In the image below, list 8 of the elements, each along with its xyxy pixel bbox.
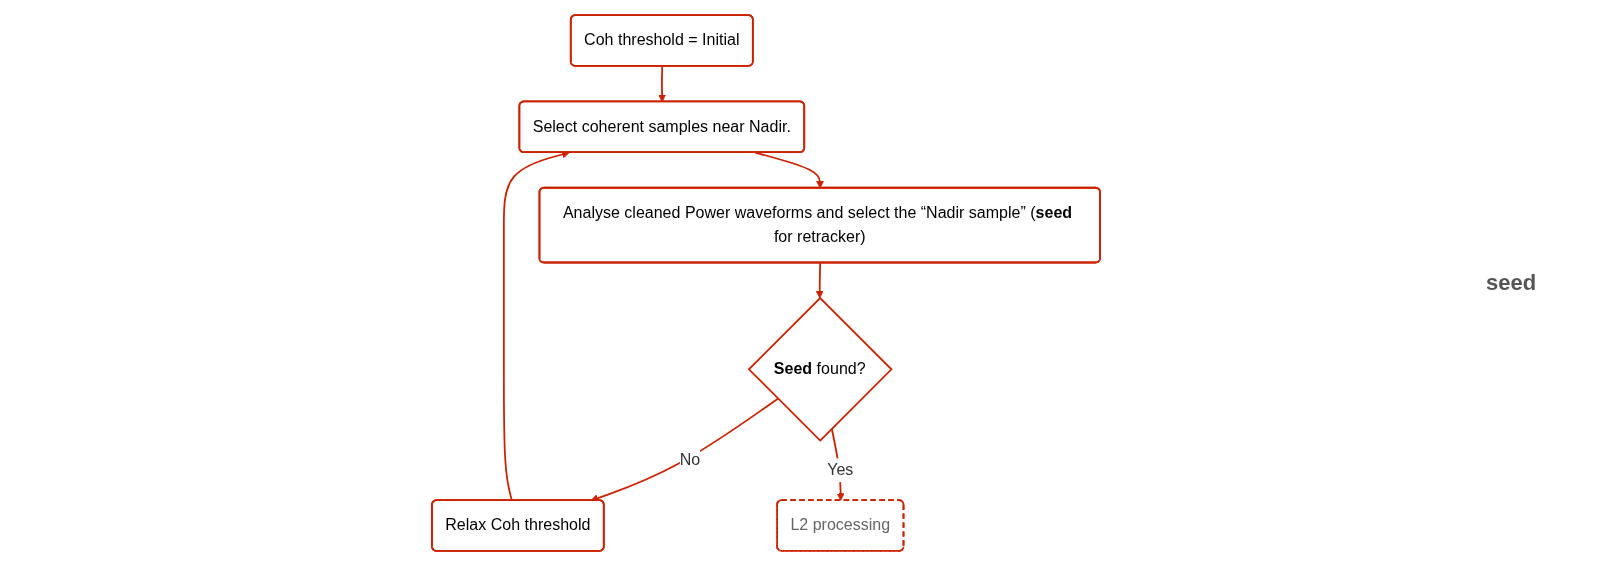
arrow (754, 151, 824, 189)
arrow (658, 65, 666, 103)
edge-label: No (679, 451, 701, 469)
arrow (815, 262, 824, 299)
note-text: seed (1485, 270, 1537, 296)
arrow (590, 397, 779, 502)
edge-label: Yes (827, 461, 854, 479)
node-diamond: Seed found? (747, 296, 893, 442)
